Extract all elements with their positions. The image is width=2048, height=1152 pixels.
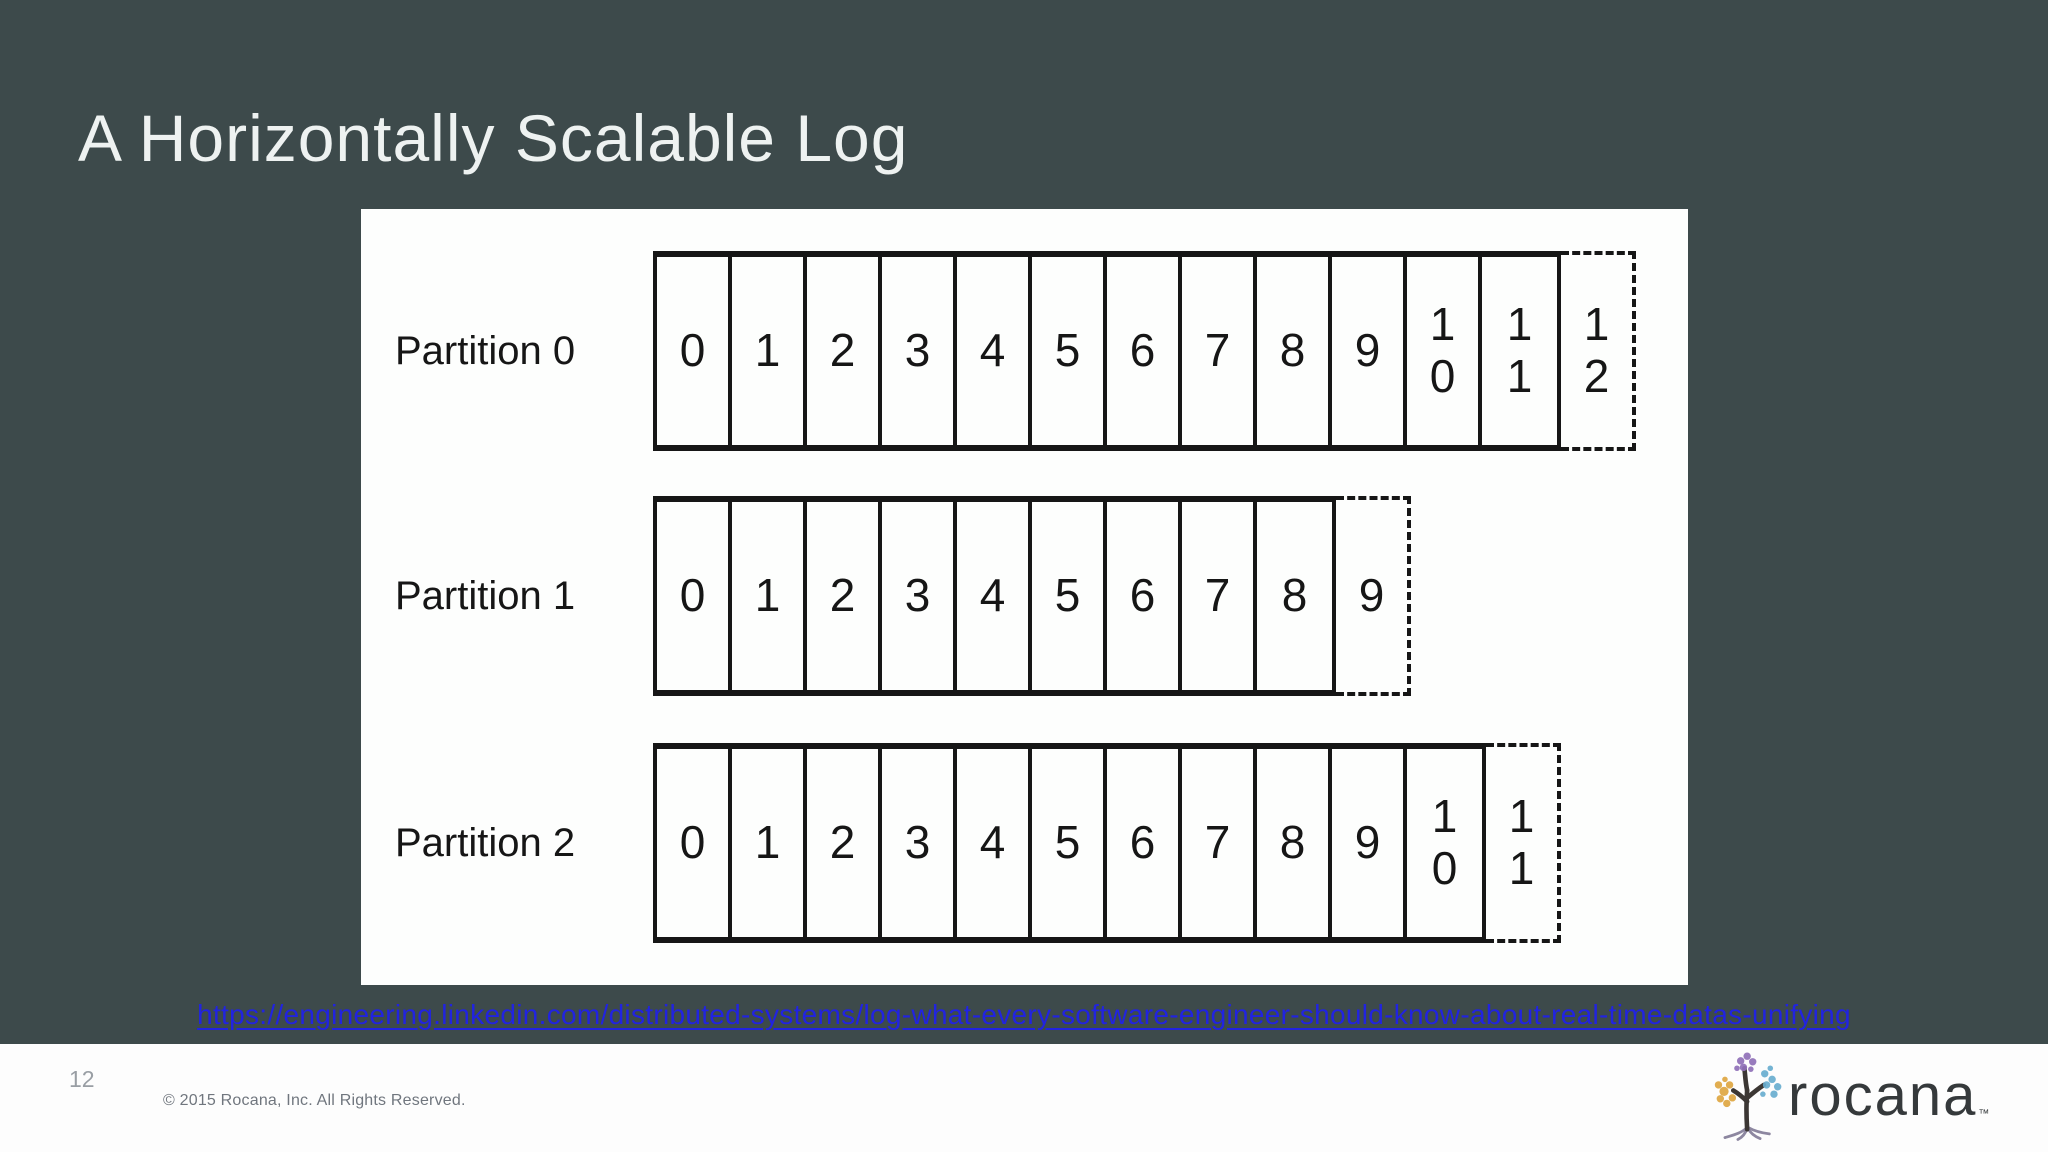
partition-label: Partition 2 xyxy=(395,820,576,865)
source-link[interactable]: https://engineering.linkedin.com/distrib… xyxy=(197,999,1851,1030)
trademark-symbol: ™ xyxy=(1978,1108,1990,1120)
log-cell: 2 xyxy=(807,749,882,937)
slide-title: A Horizontally Scalable Log xyxy=(78,101,909,176)
log-cell: 6 xyxy=(1107,502,1182,690)
log-cell: 7 xyxy=(1182,502,1257,690)
log-cell: 2 xyxy=(807,257,882,445)
log-cell: 5 xyxy=(1032,257,1107,445)
log-cell: 8 xyxy=(1257,257,1332,445)
partition-label: Partition 0 xyxy=(395,328,576,373)
log-cell: 0 xyxy=(657,749,732,937)
log-cell: 0 xyxy=(657,502,732,690)
log-cell: 1 xyxy=(732,502,807,690)
log-cell: 4 xyxy=(957,257,1032,445)
log-cell: 9 xyxy=(1332,749,1407,937)
log-cell: 4 xyxy=(957,749,1032,937)
log-cell: 7 xyxy=(1182,749,1257,937)
log-cell: 3 xyxy=(882,502,957,690)
log-cell: 5 xyxy=(1032,502,1107,690)
partition-label: Partition 1 xyxy=(395,573,576,618)
log-cell: 9 xyxy=(1332,257,1407,445)
page-number: 12 xyxy=(69,1066,95,1092)
next-log-cell: 9 xyxy=(1336,496,1411,696)
log-cell: 4 xyxy=(957,502,1032,690)
log-cell: 1 xyxy=(732,749,807,937)
log-cell: 8 xyxy=(1281,569,1308,622)
log-cell: 6 xyxy=(1107,257,1182,445)
rocana-wordmark: rocana xyxy=(1788,1063,1978,1128)
log-cell: 5 xyxy=(1032,749,1107,937)
log-cell: 2 xyxy=(807,502,882,690)
log-cell: 1 xyxy=(732,257,807,445)
log-cell: 8 xyxy=(1257,749,1332,937)
log-cell: 0 xyxy=(657,257,732,445)
footer: 12 © 2015 Rocana, Inc. All Rights Reserv… xyxy=(0,1044,2048,1152)
log-cell: 7 xyxy=(1182,257,1257,445)
log-cell: 3 xyxy=(882,257,957,445)
rocana-logo: rocana ™ xyxy=(1712,1046,1989,1146)
rocana-tree-icon xyxy=(1714,1052,1782,1141)
copyright-text: © 2015 Rocana, Inc. All Rights Reserved. xyxy=(163,1092,466,1109)
log-cell: 3 xyxy=(882,749,957,937)
log-cell: 6 xyxy=(1107,749,1182,937)
